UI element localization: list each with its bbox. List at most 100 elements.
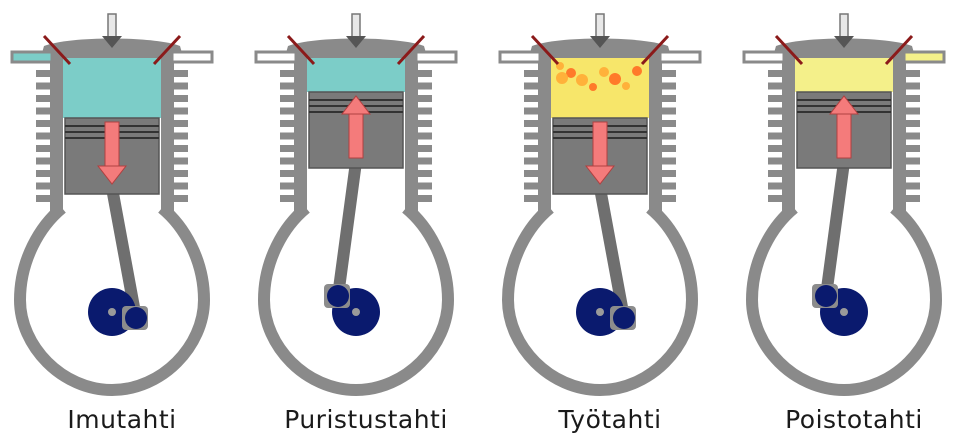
cylinder-wall-right bbox=[893, 60, 906, 212]
cylinder-wall-right bbox=[649, 60, 662, 212]
cooling-fin bbox=[524, 145, 538, 152]
cooling-fin bbox=[768, 183, 782, 190]
cooling-fin bbox=[418, 83, 432, 90]
engine-illustration bbox=[0, 0, 244, 400]
cooling-fin bbox=[662, 170, 676, 177]
crank-pin bbox=[125, 307, 147, 329]
cooling-fin bbox=[174, 145, 188, 152]
cooling-fin bbox=[768, 70, 782, 77]
cooling-fin bbox=[662, 120, 676, 127]
cooling-fin bbox=[524, 70, 538, 77]
piston-direction-arrow bbox=[349, 114, 363, 158]
cooling-fin bbox=[906, 83, 920, 90]
stroke-label: Työtahti bbox=[488, 404, 732, 436]
cooling-fin bbox=[418, 95, 432, 102]
cylinder-wall-left bbox=[782, 60, 795, 212]
cooling-fin bbox=[906, 70, 920, 77]
engine-illustration bbox=[488, 0, 732, 400]
intake-port bbox=[500, 52, 540, 62]
crank-pin bbox=[815, 285, 837, 307]
cooling-fin bbox=[280, 120, 294, 127]
cooling-fin bbox=[662, 83, 676, 90]
cooling-fin bbox=[906, 158, 920, 165]
cooling-fin bbox=[662, 183, 676, 190]
cooling-fin bbox=[768, 195, 782, 202]
cooling-fin bbox=[768, 133, 782, 140]
combustion-chamber-gas bbox=[307, 58, 405, 92]
cooling-fin bbox=[174, 120, 188, 127]
cooling-fin bbox=[36, 70, 50, 77]
engine-illustration bbox=[732, 0, 976, 400]
cooling-fin bbox=[906, 95, 920, 102]
cooling-fin bbox=[906, 120, 920, 127]
cooling-fin bbox=[174, 108, 188, 115]
cooling-fin bbox=[174, 183, 188, 190]
cooling-fin bbox=[36, 170, 50, 177]
exhaust-port bbox=[416, 52, 456, 62]
flame-spot bbox=[589, 83, 597, 91]
cooling-fin bbox=[418, 70, 432, 77]
cooling-fin bbox=[280, 95, 294, 102]
cooling-fin bbox=[174, 170, 188, 177]
cooling-fin bbox=[418, 158, 432, 165]
cooling-fin bbox=[906, 145, 920, 152]
cooling-fin bbox=[280, 183, 294, 190]
connecting-rod bbox=[826, 162, 844, 296]
cooling-fin bbox=[662, 158, 676, 165]
cooling-fin bbox=[524, 195, 538, 202]
cooling-fin bbox=[906, 183, 920, 190]
engine-intake-stroke: Imutahti bbox=[0, 0, 244, 444]
cooling-fin bbox=[418, 145, 432, 152]
flame-spot bbox=[609, 73, 621, 85]
cooling-fin bbox=[768, 95, 782, 102]
cooling-fin bbox=[524, 133, 538, 140]
cooling-fin bbox=[36, 133, 50, 140]
combustion-chamber-gas bbox=[795, 58, 893, 92]
cooling-fin bbox=[36, 145, 50, 152]
cooling-fin bbox=[280, 170, 294, 177]
cooling-fin bbox=[768, 170, 782, 177]
cooling-fin bbox=[662, 95, 676, 102]
crank-axis bbox=[108, 308, 116, 316]
piston-direction-arrow bbox=[105, 122, 119, 166]
crank-pin bbox=[327, 285, 349, 307]
cooling-fin bbox=[418, 170, 432, 177]
crank-axis bbox=[352, 308, 360, 316]
engine-exhaust-stroke: Poistotahti bbox=[732, 0, 976, 444]
cooling-fin bbox=[524, 83, 538, 90]
cylinder-wall-right bbox=[161, 60, 174, 212]
cooling-fin bbox=[906, 170, 920, 177]
stroke-label: Puristustahti bbox=[244, 404, 488, 436]
exhaust-port bbox=[660, 52, 700, 62]
cooling-fin bbox=[174, 83, 188, 90]
engine-illustration bbox=[244, 0, 488, 400]
cooling-fin bbox=[174, 195, 188, 202]
cooling-fin bbox=[36, 120, 50, 127]
cooling-fin bbox=[280, 70, 294, 77]
flame-spot bbox=[556, 72, 568, 84]
cooling-fin bbox=[36, 158, 50, 165]
cooling-fin bbox=[524, 158, 538, 165]
cooling-fin bbox=[36, 195, 50, 202]
cooling-fin bbox=[36, 95, 50, 102]
flame-spot bbox=[622, 82, 630, 90]
cooling-fin bbox=[662, 70, 676, 77]
combustion-chamber-gas bbox=[63, 58, 161, 118]
intake-port bbox=[12, 52, 52, 62]
cylinder-wall-left bbox=[50, 60, 63, 212]
cooling-fin bbox=[174, 158, 188, 165]
cooling-fin bbox=[280, 145, 294, 152]
cylinder-wall-left bbox=[538, 60, 551, 212]
cooling-fin bbox=[418, 183, 432, 190]
cooling-fin bbox=[906, 108, 920, 115]
cooling-fin bbox=[174, 133, 188, 140]
cooling-fin bbox=[768, 145, 782, 152]
engine-compression-stroke: Puristustahti bbox=[244, 0, 488, 444]
cylinder-wall-left bbox=[294, 60, 307, 212]
cooling-fin bbox=[662, 195, 676, 202]
crank-pin bbox=[613, 307, 635, 329]
cooling-fin bbox=[768, 120, 782, 127]
cooling-fin bbox=[280, 83, 294, 90]
piston-direction-arrow bbox=[593, 122, 607, 166]
